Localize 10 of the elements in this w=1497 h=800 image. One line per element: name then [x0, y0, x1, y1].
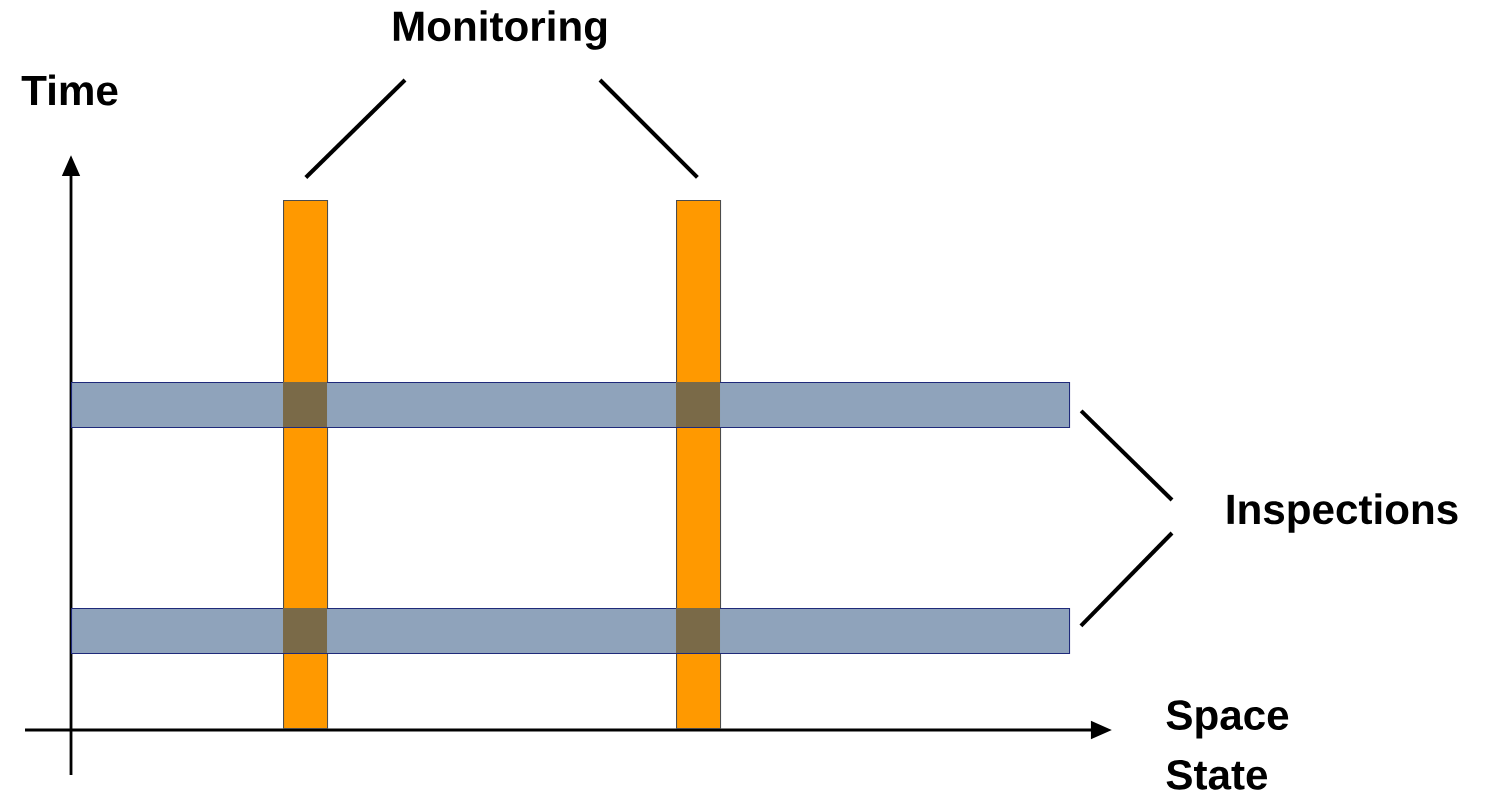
axis-label: Time	[21, 74, 118, 106]
callout-label: Inspections	[1227, 493, 1458, 533]
callout-label: Monitoring	[393, 10, 607, 50]
band	[71, 382, 1071, 429]
band	[71, 608, 1071, 655]
leader-line	[1079, 409, 1174, 502]
leader-line	[598, 78, 699, 179]
axis-label: Space State	[1166, 700, 1289, 790]
leader-line	[304, 78, 407, 179]
leader-line	[1079, 531, 1174, 628]
